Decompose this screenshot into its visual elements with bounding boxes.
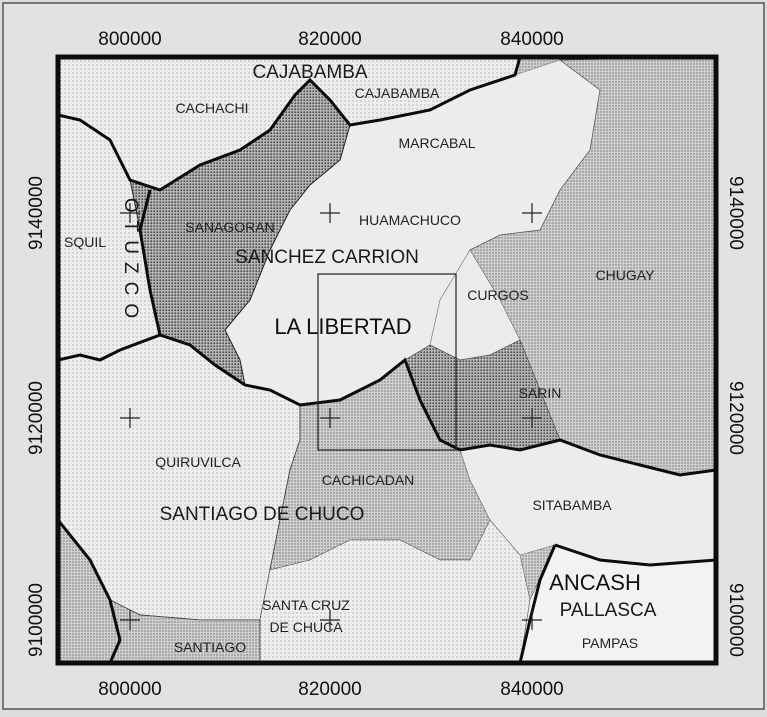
x-tick-top: 800000 [98,29,161,50]
y-tick-right: 9100000 [725,583,746,657]
grid-cross [522,408,542,428]
label-usquil: SQUIL [64,234,106,250]
y-tick-left: 9140000 [26,176,47,250]
label-quiruvilca: QUIRUVILCA [155,454,241,470]
x-tick-top: 820000 [298,29,361,50]
label-marcabal: MARCABAL [398,135,475,151]
province-labels: CAJABAMBA SANCHEZ CARRION SANTIAGO DE CH… [120,62,657,621]
label-sitabamba: SITABAMBA [532,497,612,513]
label-santiago: SANTIAGO [174,639,246,655]
boundary-west [56,519,122,664]
label-curgos: CURGOS [467,287,528,303]
label-la-libertad: LA LIBERTAD [274,314,411,339]
label-cachachi: CACHACHI [175,100,248,116]
department-labels: LA LIBERTAD ANCASH [274,314,641,595]
label-cachicadan: CACHICADAN [322,472,415,488]
boundary-otuzco [138,189,162,336]
district-labels: CACHACHI CAJABAMBA MARCABAL SANAGORAN HU… [64,85,655,655]
label-chugay: CHUGAY [596,267,656,283]
grid-cross [320,610,340,630]
label-santa-cruz-line1: SANTA CRUZ [262,597,350,613]
boundary-santiago-de-chuco [57,333,717,477]
x-tick-bottom: 840000 [500,679,563,700]
x-tick-top: 840000 [500,29,563,50]
label-sarin: SARIN [519,385,562,401]
map-area [57,56,717,664]
label-province-pallasca: PALLASCA [560,600,657,621]
grid-crosses [120,203,542,630]
grid-cross [120,203,140,223]
boundary-ancash [518,544,557,664]
grid-cross [320,408,340,428]
y-tick-left: 9100000 [26,583,47,657]
boundaries [56,56,717,664]
inset-rectangle [317,273,457,451]
grid-cross [120,610,140,630]
y-tick-right: 9140000 [725,176,746,250]
label-cajabamba: CAJABAMBA [355,85,440,101]
label-huamachuco: HUAMACHUCO [359,212,461,228]
axis-labels: 800000 820000 840000 800000 820000 84000… [26,29,746,700]
grid-cross [522,610,542,630]
label-santa-cruz-line2: DE CHUCA [269,619,343,635]
label-province-sanchez-carrion: SANCHEZ CARRION [235,247,419,268]
grid-cross [320,203,340,223]
label-province-cajabamba: CAJABAMBA [252,62,367,83]
x-tick-bottom: 820000 [298,679,361,700]
x-tick-bottom: 800000 [98,679,161,700]
label-sanagoran: SANAGORAN [185,219,274,235]
label-province-santiago-de-chuco: SANTIAGO DE CHUCO [160,504,365,525]
map-border [55,54,719,666]
label-province-otuzco: OTUZCO [120,198,141,326]
grid-cross [522,203,542,223]
label-pampas: PAMPAS [582,635,638,651]
boundary-ancash-east [554,543,717,567]
grid-cross [120,408,140,428]
boundary-cajabamba [57,56,522,192]
y-tick-right: 9120000 [725,381,746,455]
y-tick-left: 9120000 [26,381,47,455]
label-ancash: ANCASH [549,570,641,595]
